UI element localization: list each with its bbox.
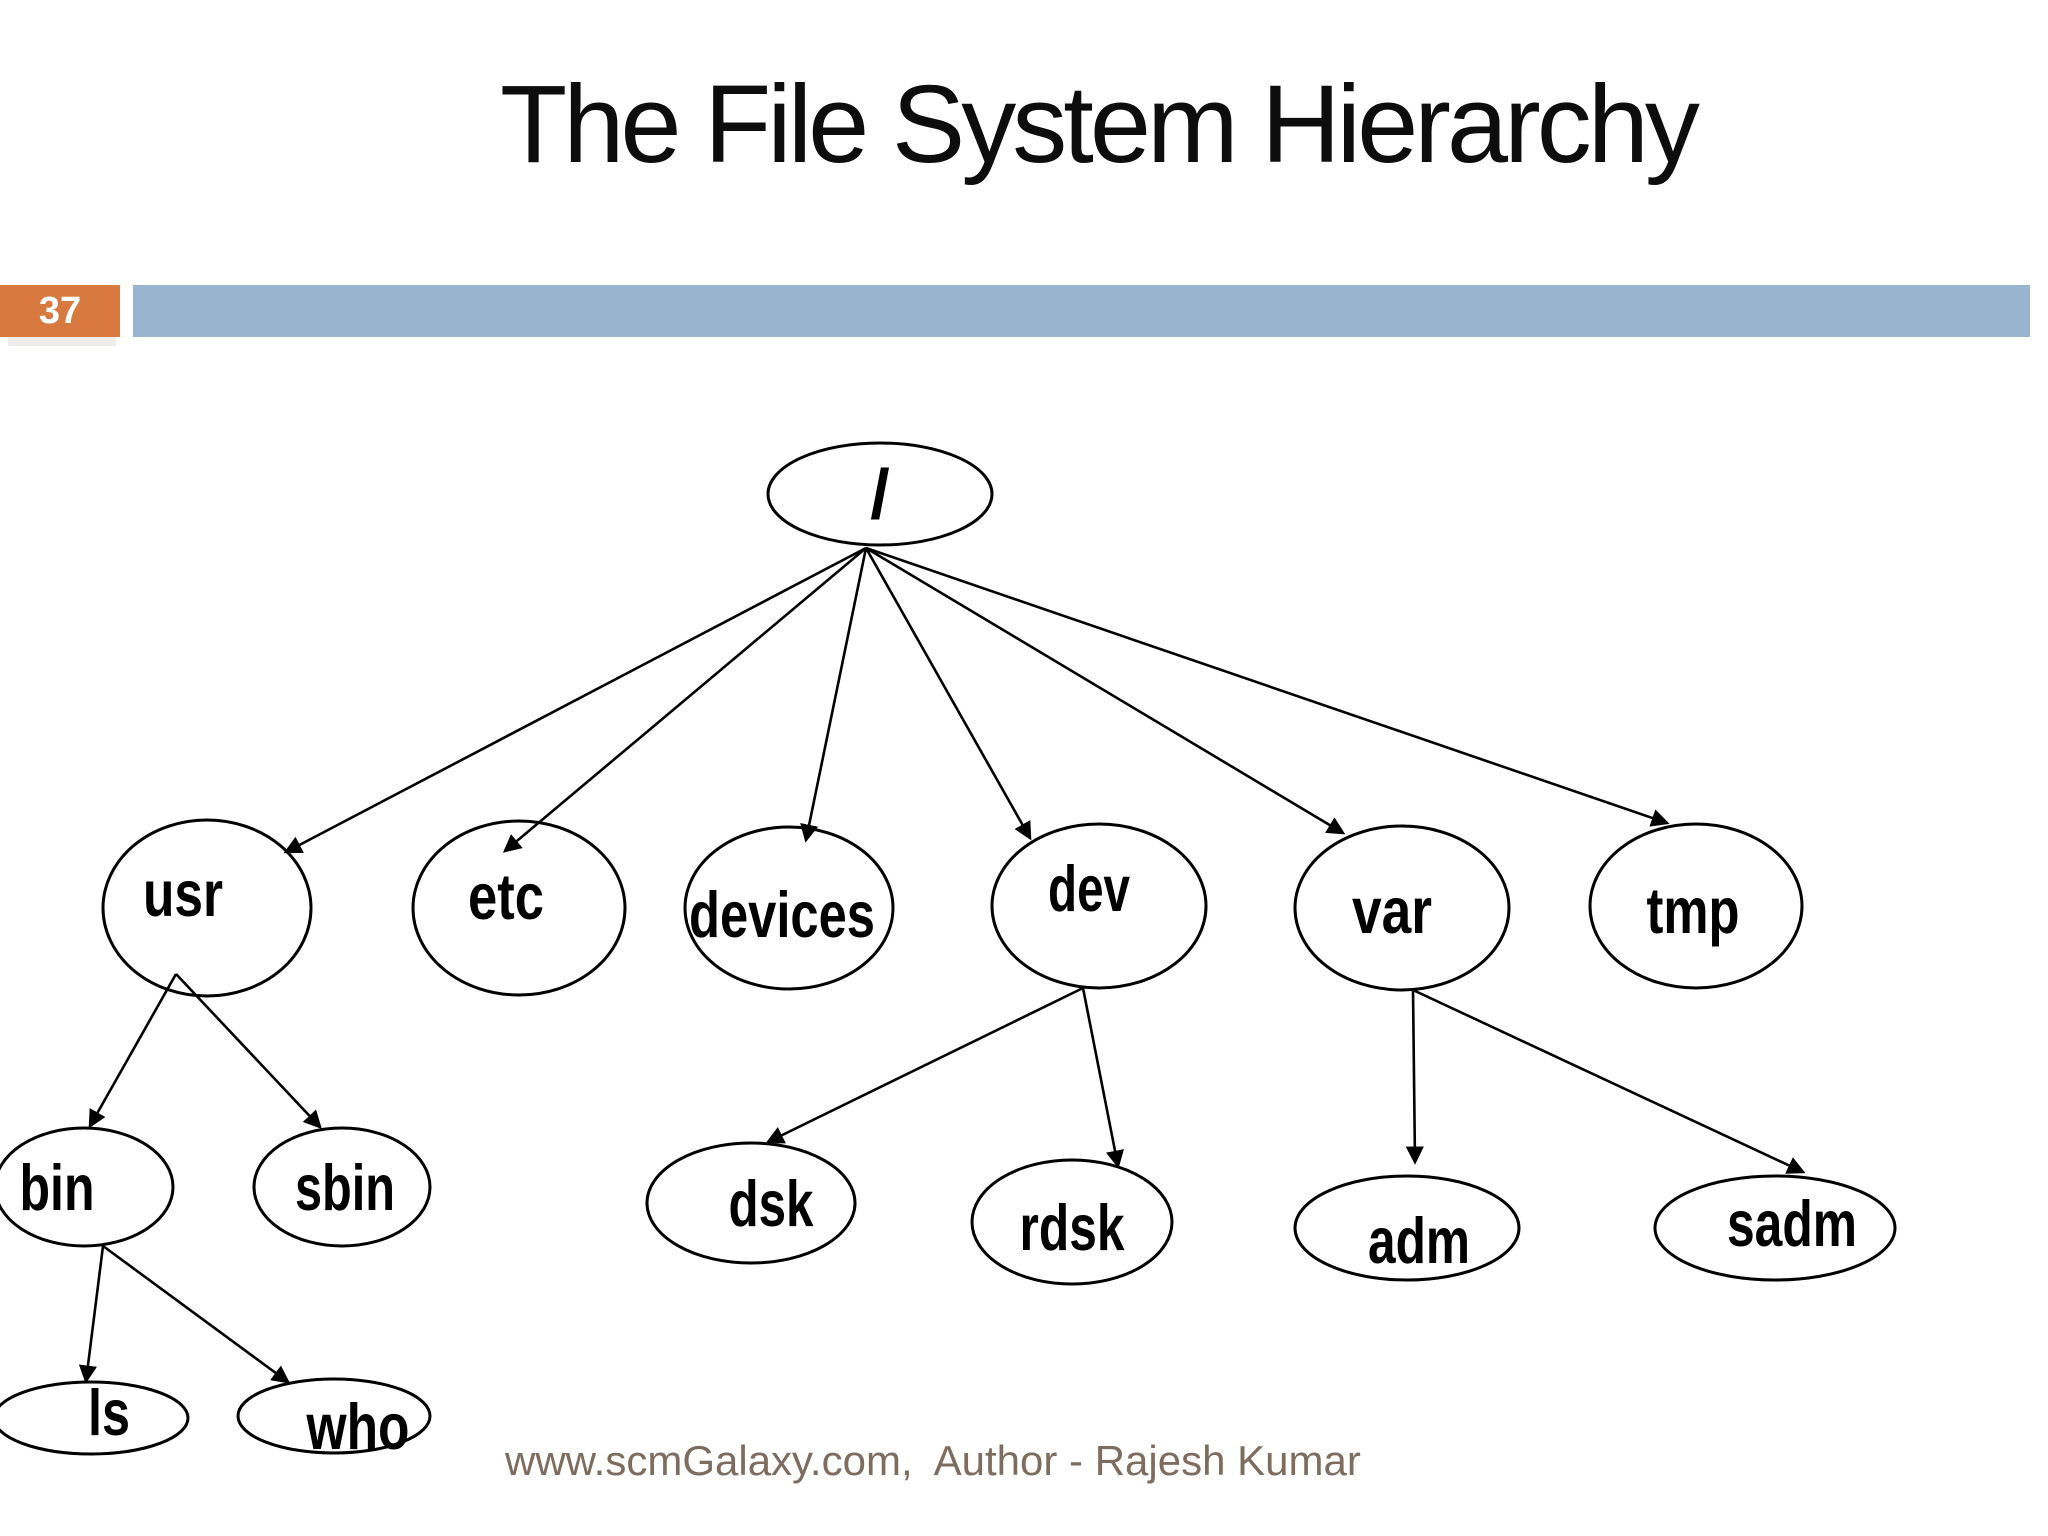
edge-var-to-adm (1405, 989, 1424, 1165)
node-adm-label: adm (1368, 1204, 1470, 1277)
node-var-ellipse (1293, 824, 1511, 992)
slide-number: 37 (38, 289, 82, 332)
tree-nodes (0, 441, 1897, 1456)
tree-node-labels: / usr etc devices dev var tmp bin sbin d… (20, 455, 1858, 1463)
node-dev-label: dev (1048, 852, 1130, 925)
tree-edges (78, 546, 1806, 1384)
edge-var-to-sadm (1412, 988, 1806, 1174)
node-dsk-ellipse (645, 1141, 857, 1265)
node-who-ellipse (236, 1377, 432, 1455)
header-bar (133, 285, 2030, 337)
edge-usr-to-bin (88, 973, 178, 1129)
edge-root-to-etc (502, 547, 867, 853)
edge-dev-to-dsk (765, 986, 1084, 1144)
node-tmp-label: tmp (1647, 874, 1740, 947)
edge-usr-to-sbin (175, 973, 322, 1129)
node-ls-label: ls (88, 1376, 130, 1449)
node-tmp-ellipse (1588, 822, 1804, 990)
node-who-label: who (306, 1390, 410, 1463)
node-var-label: var (1352, 874, 1432, 947)
node-devices-ellipse (683, 825, 895, 991)
node-etc-label: etc (468, 860, 544, 933)
node-sadm-ellipse (1653, 1174, 1897, 1282)
slide-number-badge: 37 (0, 285, 120, 337)
node-sadm-label: sadm (1727, 1187, 1857, 1260)
slide-title: The File System Hierarchy (500, 63, 1700, 186)
node-rdsk-label: rdsk (1020, 1191, 1126, 1264)
node-root-label: / (870, 455, 889, 533)
node-bin-ellipse (0, 1126, 175, 1248)
node-dsk-label: dsk (729, 1167, 815, 1240)
edge-root-to-devices (800, 547, 868, 843)
edge-bin-to-ls (78, 1245, 105, 1384)
node-sbin-label: sbin (295, 1151, 395, 1224)
node-etc-ellipse (411, 819, 627, 997)
edge-root-to-dev (864, 547, 1032, 841)
slide-number-badge-shadow (8, 337, 116, 346)
edge-root-to-usr (283, 546, 867, 854)
node-root-ellipse (766, 441, 994, 547)
node-usr-label: usr (143, 857, 223, 930)
node-bin-label: bin (20, 1151, 95, 1224)
node-sbin-ellipse (252, 1126, 432, 1248)
edge-root-to-var (865, 546, 1346, 835)
node-usr-ellipse (101, 818, 313, 998)
edge-bin-to-who (102, 1244, 291, 1384)
node-adm-ellipse (1293, 1174, 1521, 1282)
edge-root-to-tmp (865, 546, 1670, 827)
node-rdsk-ellipse (970, 1158, 1174, 1286)
node-devices-label: devices (689, 878, 875, 951)
edge-dev-to-rdsk (1081, 987, 1124, 1169)
footer-credit: www.scmGalaxy.com, Author - Rajesh Kumar (505, 1437, 1361, 1484)
node-dev-ellipse (990, 822, 1208, 990)
